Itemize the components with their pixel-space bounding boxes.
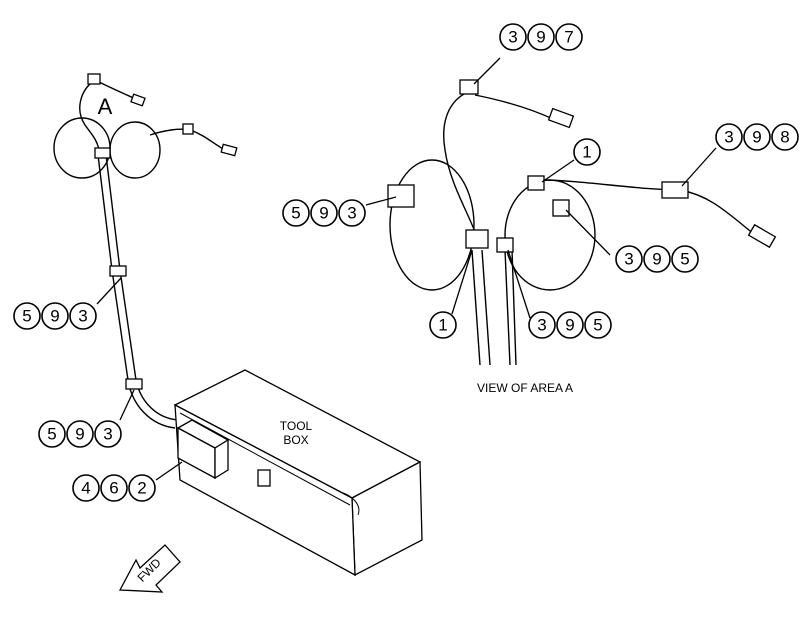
detail-connector [547,107,575,129]
tool-box-edge [339,491,360,516]
callout-398: 3 9 8 [715,123,799,151]
harness-clip [125,378,143,390]
fwd-arrow-shape [118,544,181,593]
callout-digit: 5 [22,307,31,326]
callout-digit: 2 [137,479,146,498]
detail-clamp [496,237,514,253]
harness-overview: A [53,73,238,429]
leader-line [451,249,473,315]
callout-digit: 6 [109,479,118,498]
connector-plug [130,93,146,107]
leader-line [119,389,135,421]
detail-wire [539,179,756,236]
callout-digit: 3 [103,425,112,444]
leader-line [681,147,717,187]
tool-box-label-line1: TOOL [280,419,313,433]
callout-395-lower: 3 9 5 [528,311,612,339]
callout-digit: 3 [724,128,733,147]
callout-digit: 3 [508,28,517,47]
forward-arrow: FWD [118,544,181,593]
detail-bracket [459,79,479,95]
harness-clip [109,265,127,277]
control-module [176,419,230,480]
leader-line [565,209,611,256]
detail-wire [474,94,556,121]
detail-loop-right [504,179,596,291]
callout-593-upper: 5 9 3 [13,302,97,330]
callout-digit: 5 [680,250,689,269]
connector-plug [220,143,238,157]
harness-wire [79,79,101,156]
detail-clamp [527,175,545,191]
detail-loop-left [389,159,475,291]
callout-digit: 1 [438,316,447,335]
callout-digit: 3 [624,250,633,269]
detail-clamp [465,229,489,249]
area-a-marker: A [98,94,113,119]
callout-digit: 3 [537,316,546,335]
tool-box-label-line2: BOX [283,433,308,447]
callout-digit: 9 [652,250,661,269]
detail-connector [747,223,777,249]
callout-digit: 3 [347,204,356,223]
callout-digit: 9 [319,204,328,223]
callout-593-lower: 5 9 3 [38,420,122,448]
leader-line [507,249,531,319]
detail-bracket [661,181,689,199]
leader-lines [96,57,717,481]
callout-digit: 8 [780,128,789,147]
callout-digit: 9 [752,128,761,147]
detail-wire-down [511,249,517,366]
leader-line [365,196,397,206]
module-side [214,438,229,480]
callout-digit: 4 [81,479,90,498]
detail-wire-down [471,249,481,366]
callout-digit: 9 [50,307,59,326]
sensor-bracket [182,123,194,135]
view-title: VIEW OF AREA A [477,381,573,395]
callout-digit: 5 [593,316,602,335]
detail-wire-down [504,249,511,366]
callout-digit: 9 [75,425,84,444]
callout-1-upper: 1 [573,138,601,166]
callout-digit: 9 [536,28,545,47]
callout-digit: 1 [582,143,591,162]
leader-line [96,277,122,305]
leader-line [541,159,575,183]
callout-digit: 3 [78,307,87,326]
detail-wire-down [481,249,491,366]
detail-view-area-a: VIEW OF AREA A [387,79,777,395]
callout-395-right: 3 9 5 [615,245,699,273]
harness-loop-right [109,121,161,179]
detail-wire [443,91,479,241]
callout-digit: 7 [564,28,573,47]
tool-box-latch [257,469,271,487]
callout-1-lower: 1 [429,311,457,339]
callout-digit: 5 [291,204,300,223]
leader-line [155,461,183,481]
callout-397: 3 9 7 [499,23,583,51]
callout-593-view: 5 9 3 [282,199,366,227]
callout-digit: 5 [47,425,56,444]
detail-clamp [552,199,570,217]
sensor-bracket [87,73,101,85]
leader-line [473,57,501,85]
callout-digit: 9 [565,316,574,335]
harness-clip [94,147,111,159]
detail-bracket [387,184,415,208]
callout-462: 4 6 2 [72,474,156,502]
